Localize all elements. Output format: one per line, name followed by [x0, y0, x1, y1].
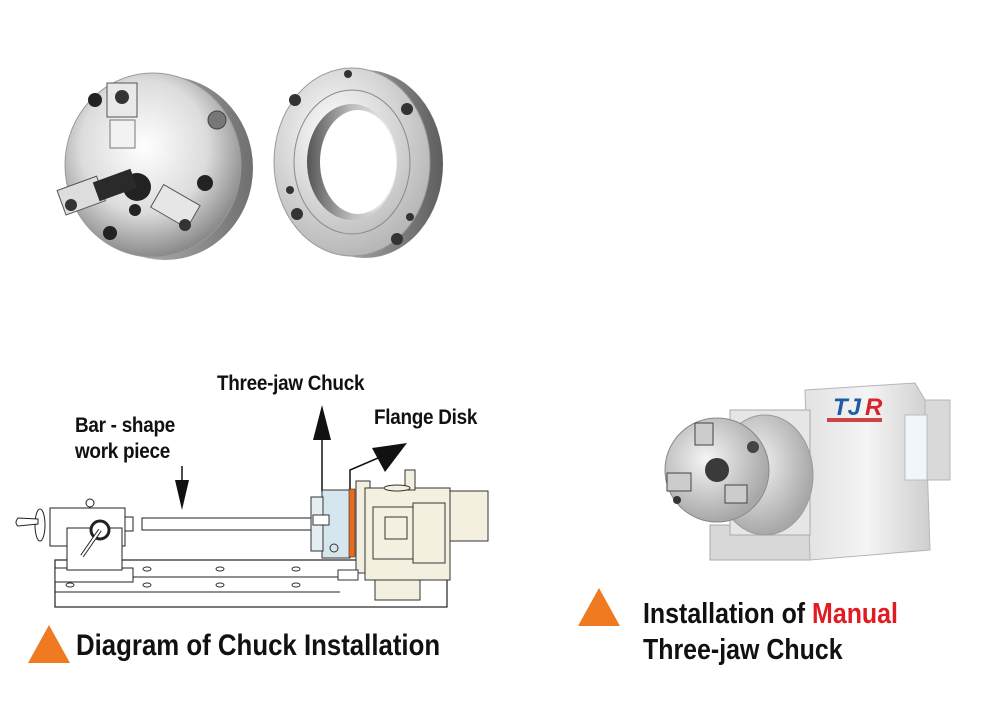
installation-caption-line2: Three-jaw Chuck [643, 634, 843, 666]
diagram-caption: Diagram of Chuck Installation [76, 629, 441, 662]
orange-triangle-icon [578, 588, 620, 626]
svg-text:R: R [865, 394, 883, 421]
svg-text:TJ: TJ [833, 394, 862, 421]
label-three-jaw-chuck: Three-jaw Chuck [217, 372, 365, 395]
label-bar-shape-line2: work piece [75, 440, 171, 463]
installation-caption-highlight: Manual [812, 598, 898, 630]
arrow-diagonal-icon [349, 443, 407, 492]
orange-triangle-icon [28, 625, 70, 663]
label-bar-shape-line1: Bar - shape [75, 414, 175, 437]
installation-caption-line1: Installation of Manual [643, 597, 898, 631]
flange-disk-photo [270, 62, 445, 262]
arrow-down-icon [175, 466, 189, 510]
chuck-installation-diagram [0, 395, 520, 615]
three-jaw-chuck-photo [55, 65, 255, 265]
rotary-table-photo: TJ R [655, 375, 960, 575]
label-flange-disk: Flange Disk [374, 406, 478, 429]
arrow-up-icon [313, 405, 331, 492]
installation-caption-prefix: Installation of [643, 598, 813, 630]
